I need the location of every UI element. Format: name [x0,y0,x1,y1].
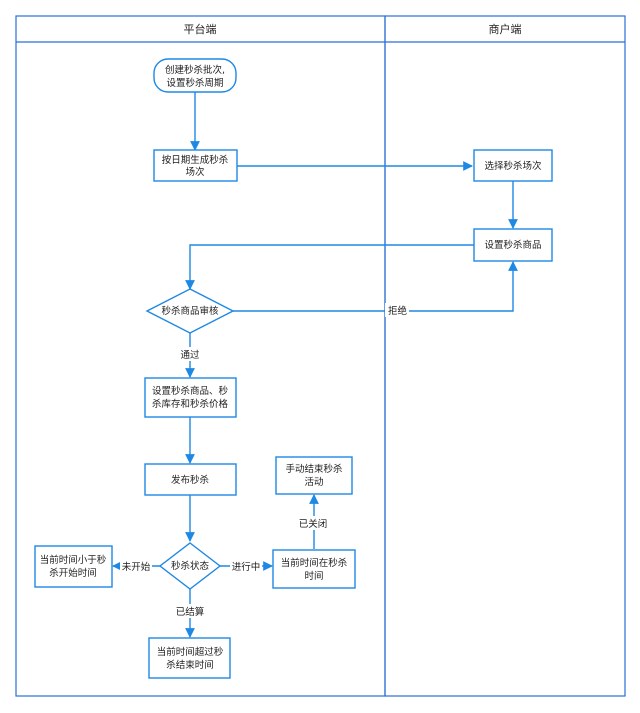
node-set-stock-price-line2: 杀库存和秒杀价格 [152,398,229,410]
label-reject: 拒绝 [388,305,408,317]
lane-merchant-title: 商户端 [489,22,522,36]
label-pass: 通过 [180,349,200,361]
node-before-start: 当前时间小于秒 杀开始时间 [34,545,113,588]
node-generate-sessions-line1: 按日期生成秒杀 [162,154,229,166]
label-closed: 已关闭 [299,518,328,530]
node-after-end-line2: 杀结束时间 [166,659,214,671]
node-choose-session: 选择秒杀场次 [473,149,553,182]
label-not-started: 未开始 [122,561,151,573]
lane-platform-title: 平台端 [184,22,217,36]
node-after-end-line1: 当前时间超过秒 [157,646,224,658]
node-set-goods: 设置秒杀商品 [473,228,553,262]
label-in-progress: 进行中 [232,561,261,573]
node-status-line1: 秒杀状态 [171,560,210,572]
node-create-batch-line1: 创建秒杀批次, [165,64,225,76]
node-before-start-line2: 杀开始时间 [49,567,97,579]
node-status-decision: 秒杀状态 [158,542,222,590]
node-review-line1: 秒杀商品审核 [161,305,219,317]
node-publish: 发布秒杀 [144,463,237,496]
label-settled: 已结算 [176,606,205,618]
node-after-end: 当前时间超过秒 杀结束时间 [148,637,231,679]
node-in-time: 当前时间在秒杀 时间 [272,549,356,589]
node-create-batch-line2: 设置秒杀周期 [166,77,223,89]
node-set-goods-line1: 设置秒杀商品 [484,239,541,251]
node-publish-line1: 发布秒杀 [171,474,209,486]
node-manual-end-line2: 活动 [304,476,323,488]
node-before-start-line1: 当前时间小于秒 [40,554,107,566]
edge-setgoods-to-review [185,244,474,290]
node-generate-sessions-line2: 场次 [185,166,205,178]
node-generate-sessions: 按日期生成秒杀 场次 [153,149,238,182]
edge-review-reject [233,261,518,312]
edge-labels: 拒绝 通过 未开始 进行中 已关闭 已结算 [120,303,409,618]
node-manual-end: 手动结束秒杀 活动 [275,456,353,495]
node-create-batch: 创建秒杀批次, 设置秒杀周期 [153,58,237,93]
node-in-time-line1: 当前时间在秒杀 [281,557,348,569]
node-in-time-line2: 时间 [304,570,323,582]
node-set-stock-price-line1: 设置秒杀商品、秒 [152,385,229,397]
node-set-stock-price: 设置秒杀商品、秒 杀库存和秒杀价格 [144,377,237,418]
node-choose-session-line1: 选择秒杀场次 [484,160,542,172]
node-manual-end-line1: 手动结束秒杀 [285,463,342,475]
lane-merchant: 商户端 [384,15,626,697]
node-review-decision: 秒杀商品审核 [145,288,235,334]
